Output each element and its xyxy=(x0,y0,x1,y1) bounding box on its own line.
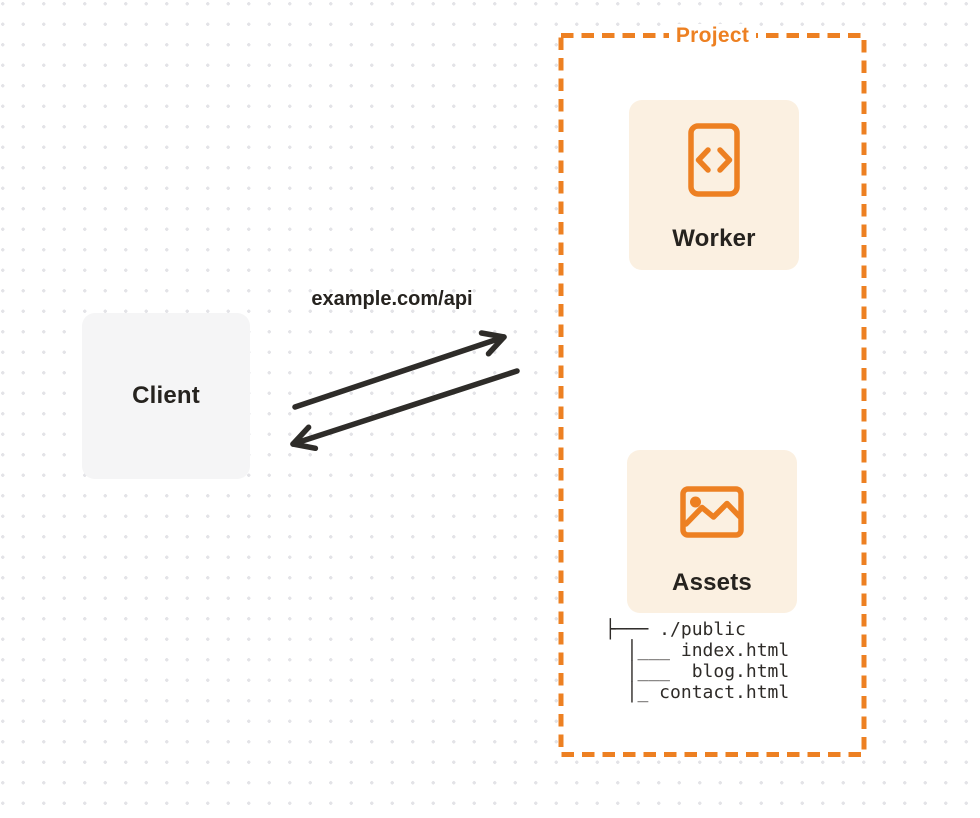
code-file-icon xyxy=(629,123,799,197)
request-url-label: example.com/api xyxy=(311,288,473,310)
file-tree: ├─── ./public │___ index.html │___ blog.… xyxy=(605,619,789,703)
assets-label: Assets xyxy=(672,569,752,596)
image-icon xyxy=(627,486,797,538)
project-label: Project xyxy=(561,22,864,49)
worker-label: Worker xyxy=(672,225,756,252)
response-arrowhead xyxy=(290,424,319,452)
assets-node: Assets xyxy=(627,450,797,613)
file-tree-line: │___ index.html xyxy=(605,640,790,661)
file-tree-line: │_ contact.html xyxy=(605,682,790,703)
file-tree-line: │___ blog.html xyxy=(605,661,790,682)
client-node: Client xyxy=(82,313,250,479)
response-arrow xyxy=(290,368,520,452)
worker-node: Worker xyxy=(629,100,799,270)
request-arrow xyxy=(292,330,507,410)
file-tree-line: ├─── ./public xyxy=(605,619,746,640)
request-arrowhead xyxy=(478,330,507,357)
client-label: Client xyxy=(132,382,200,409)
